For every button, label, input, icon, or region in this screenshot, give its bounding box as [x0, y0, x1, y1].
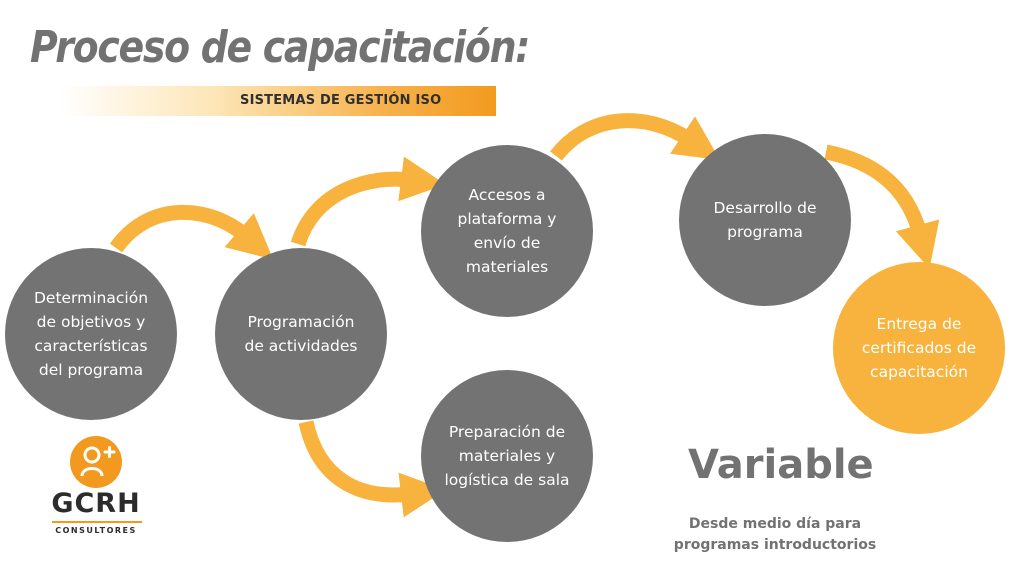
step-label: Determinación de objetivos y característ…: [33, 289, 149, 379]
step-node-programacion: Programación de actividades: [215, 248, 387, 420]
arrow-step5-to-step6: [824, 144, 940, 269]
logo-tagline: CONSULTORES: [55, 526, 137, 535]
person-plus-icon: [80, 446, 116, 477]
step-node-entrega: Entrega de certificados de capacitación: [833, 262, 1005, 434]
logo-badge: [70, 436, 122, 488]
step-label: Desarrollo de programa: [713, 199, 817, 241]
arrow-step2-to-step3: [290, 156, 446, 247]
step-node-preparacion: Preparación de materiales y logística de…: [421, 370, 593, 542]
duration-label: Variable: [688, 442, 874, 488]
step-node-desarrollo: Desarrollo de programa: [679, 134, 851, 306]
logo-divider: [52, 521, 142, 523]
page-title: Proceso de capacitación:: [30, 22, 530, 73]
step-node-objetivos: Determinación de objetivos y característ…: [5, 248, 177, 420]
arrow-step2-to-step4: [298, 420, 446, 518]
duration-note: Desde medio día para programas introduct…: [673, 516, 877, 553]
arrow-step1-to-step2: [109, 204, 274, 260]
page-subtitle: SISTEMAS DE GESTIÓN ISO: [240, 93, 442, 108]
subtitle-banner: [60, 86, 496, 116]
step-label: Entrega de certificados de capacitación: [861, 315, 977, 381]
logo-name: GCRH: [51, 488, 141, 519]
step-label: Programación de actividades: [244, 313, 358, 355]
step-node-accesos: Accesos a plataforma y envío de material…: [421, 145, 593, 317]
step-label: Accesos a plataforma y envío de material…: [457, 186, 557, 276]
arrow-step3-to-step5: [550, 113, 720, 161]
step-label: Preparación de materiales y logística de…: [444, 423, 570, 489]
